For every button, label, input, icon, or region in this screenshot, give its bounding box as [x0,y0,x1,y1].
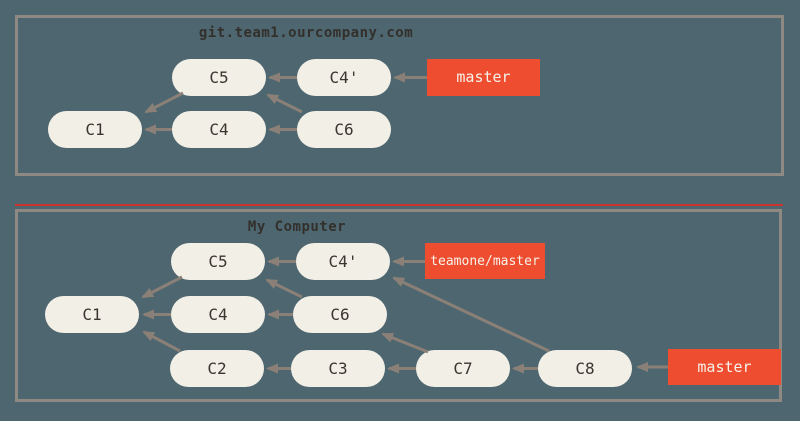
commit-label: C6 [330,304,350,324]
commit-label: C3 [328,358,348,378]
commit-node-c2-local: C2 [170,350,264,387]
commit-node-c1: C1 [48,111,142,148]
server-panel-title: git.team1.ourcompany.com [198,25,414,41]
local-panel [15,209,782,402]
branch-label-text: teamone/master [430,253,540,269]
commit-node-c5-local: C5 [171,243,265,280]
commit-node-c6-local: C6 [293,296,387,333]
commit-label: C4 [209,119,229,139]
local-panel-title: My Computer [247,219,347,235]
commit-label: C6 [334,119,354,139]
commit-label: C5 [209,67,229,87]
commit-label: C4 [208,304,228,324]
branch-label-text: master [697,357,752,376]
commit-node-c5: C5 [172,59,266,96]
branch-label-master-server: master [427,59,540,96]
commit-label: C5 [208,251,228,271]
commit-label: C2 [207,358,227,378]
commit-node-c4-local: C4 [171,296,265,333]
server-panel [15,15,784,176]
commit-label: C8 [575,358,595,378]
commit-label: C7 [453,358,473,378]
branch-label-text: master [456,68,511,86]
commit-node-c1-local: C1 [45,296,139,333]
commit-node-c6: C6 [297,111,391,148]
commit-label: C1 [82,304,102,324]
branch-label-teamone-master: teamone/master [425,243,545,279]
commit-node-c7-local: C7 [416,350,510,387]
commit-node-c3-local: C3 [291,350,385,387]
commit-node-c4-prime: C4' [297,59,391,96]
commit-label: C4' [328,251,358,271]
commit-node-c4: C4 [172,111,266,148]
commit-node-c4-prime-local: C4' [296,243,390,280]
commit-label: C4' [329,67,359,87]
commit-node-c8-local: C8 [538,350,632,387]
branch-label-master-local: master [668,349,781,385]
red-divider-line [15,204,783,206]
commit-label: C1 [85,119,105,139]
